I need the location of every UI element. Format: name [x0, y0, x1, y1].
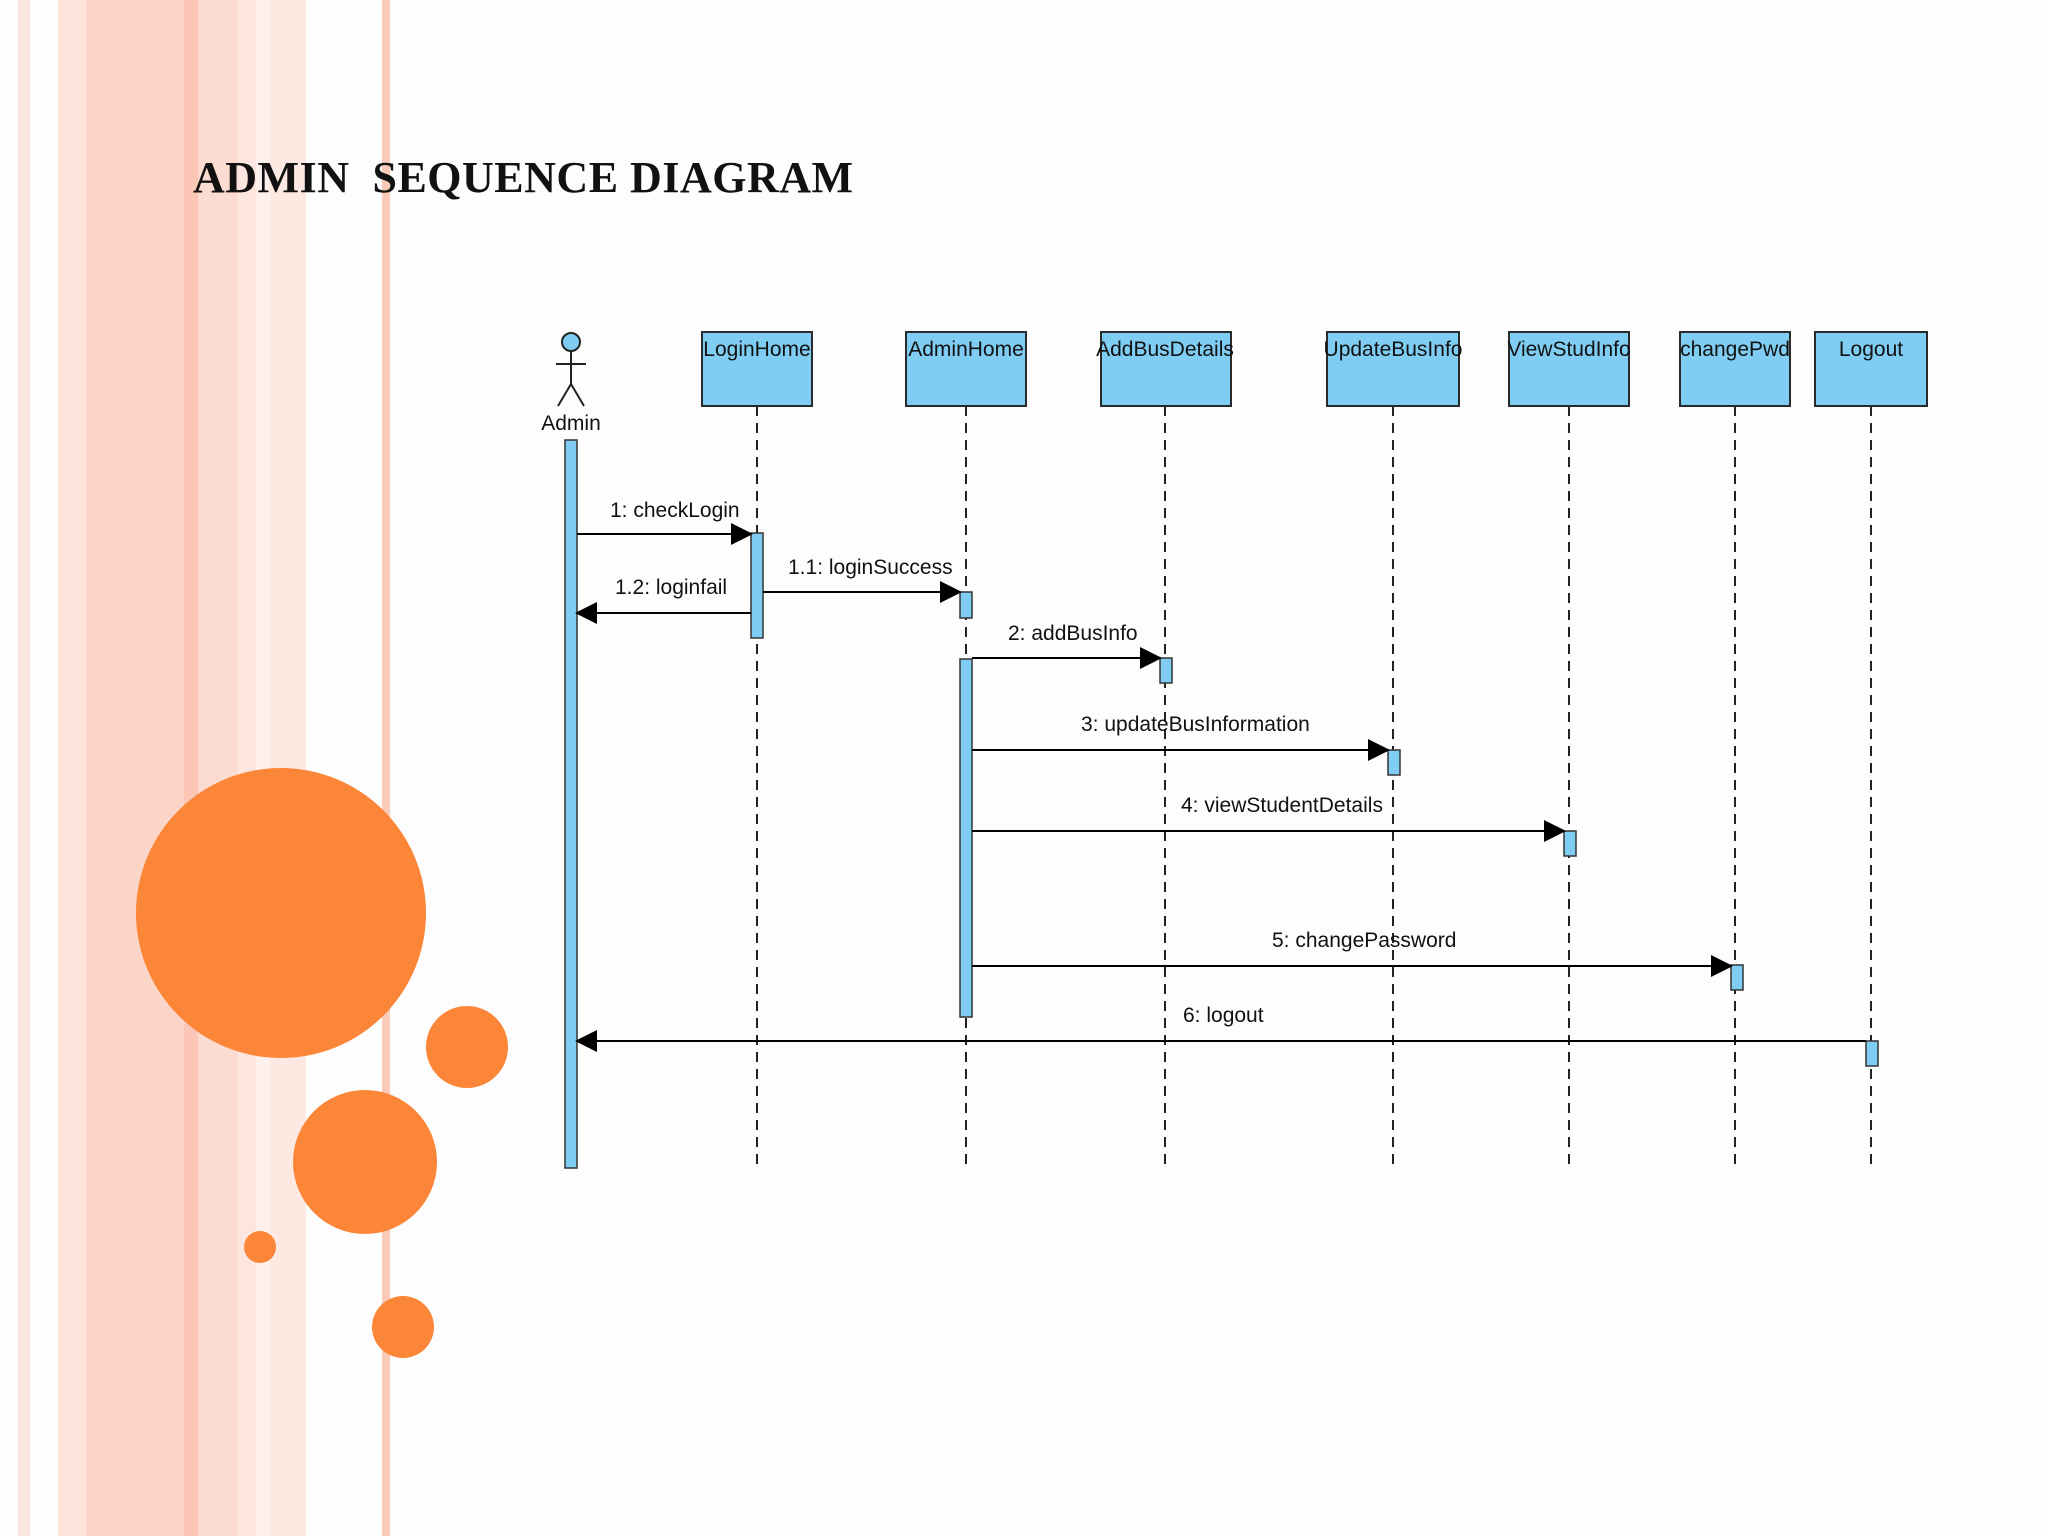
activation-changepwd — [1730, 964, 1744, 991]
background-stripe — [198, 0, 238, 1536]
message-label: 4: viewStudentDetails — [1181, 794, 1383, 817]
actor-head — [561, 332, 581, 352]
slide-title: ADMIN SEQUENCE DIAGRAM — [193, 153, 854, 202]
message-label: 3: updateBusInformation — [1081, 713, 1310, 736]
background-stripe — [18, 0, 30, 1536]
background-stripe — [86, 0, 184, 1536]
actor-label: Admin — [541, 412, 601, 435]
message-label: 6: logout — [1183, 1004, 1264, 1027]
lifeline-header-box — [1100, 331, 1232, 407]
lifeline-label: Logout — [1839, 338, 1903, 361]
message-checklogin: 1: checkLogin — [577, 499, 753, 545]
message-logout: 6: logout — [575, 1004, 1866, 1052]
activation-logout — [1865, 1040, 1879, 1067]
lifeline-adminhome: AdminHome — [905, 331, 1027, 1170]
message-addbusinfo: 2: addBusInfo — [972, 622, 1162, 669]
activation-viewstudinfo — [1563, 830, 1577, 857]
lifeline-loginhome: LoginHome — [701, 331, 813, 1170]
lifeline-label: LoginHome — [703, 338, 810, 361]
message-loginsuccess: 1.1: loginSuccess — [763, 556, 962, 603]
lifeline-viewstudinfo: ViewStudInfo — [1507, 331, 1631, 1170]
message-loginfail: 1.2: loginfail — [575, 576, 751, 624]
message-changepassword: 5: changePassword — [972, 929, 1733, 977]
decorative-circle — [293, 1090, 437, 1234]
lifeline-label: AdminHome — [908, 338, 1024, 361]
lifeline-header-box — [1679, 331, 1791, 407]
message-label: 1: checkLogin — [610, 499, 740, 522]
background-stripe — [382, 0, 390, 1536]
message-viewstudentdetails: 4: viewStudentDetails — [972, 794, 1566, 842]
background-stripe — [58, 0, 86, 1536]
decorative-circle — [426, 1006, 508, 1088]
decorative-circle — [372, 1296, 434, 1358]
activation-updatebusinfo — [1387, 749, 1401, 776]
lifeline-label: ViewStudInfo — [1507, 338, 1630, 361]
actor-activation-bar — [564, 439, 578, 1169]
lifeline-header-box — [1508, 331, 1630, 407]
lifeline-header-box — [905, 331, 1027, 407]
decorative-circle — [136, 768, 426, 1058]
message-label: 1.2: loginfail — [615, 576, 727, 599]
lifeline-label: UpdateBusInfo — [1324, 338, 1463, 361]
lifeline-header-box — [1326, 331, 1460, 407]
lifeline-header-box — [701, 331, 813, 407]
actor-admin: Admin — [541, 332, 601, 435]
message-label: 5: changePassword — [1272, 929, 1456, 952]
decorative-circle — [244, 1231, 276, 1263]
lifeline-addbusdetails: AddBusDetails — [1096, 331, 1234, 1170]
message-label: 2: addBusInfo — [1008, 622, 1138, 645]
message-updatebusinformation: 3: updateBusInformation — [972, 713, 1390, 761]
lifeline-updatebusinfo: UpdateBusInfo — [1324, 331, 1463, 1170]
lifeline-label: AddBusDetails — [1096, 338, 1234, 361]
background-stripe — [184, 0, 198, 1536]
activation-loginhome — [750, 532, 764, 639]
activation-adminhome — [959, 658, 973, 1018]
lifeline-header-box — [1814, 331, 1928, 407]
background-stripe — [238, 0, 256, 1536]
activation-addbusdetails — [1159, 657, 1173, 684]
lifeline-label: changePwd — [1680, 338, 1790, 361]
lifeline-changepwd: changePwd — [1679, 331, 1791, 1170]
message-label: 1.1: loginSuccess — [788, 556, 953, 579]
activation-adminhome-short — [959, 591, 973, 619]
